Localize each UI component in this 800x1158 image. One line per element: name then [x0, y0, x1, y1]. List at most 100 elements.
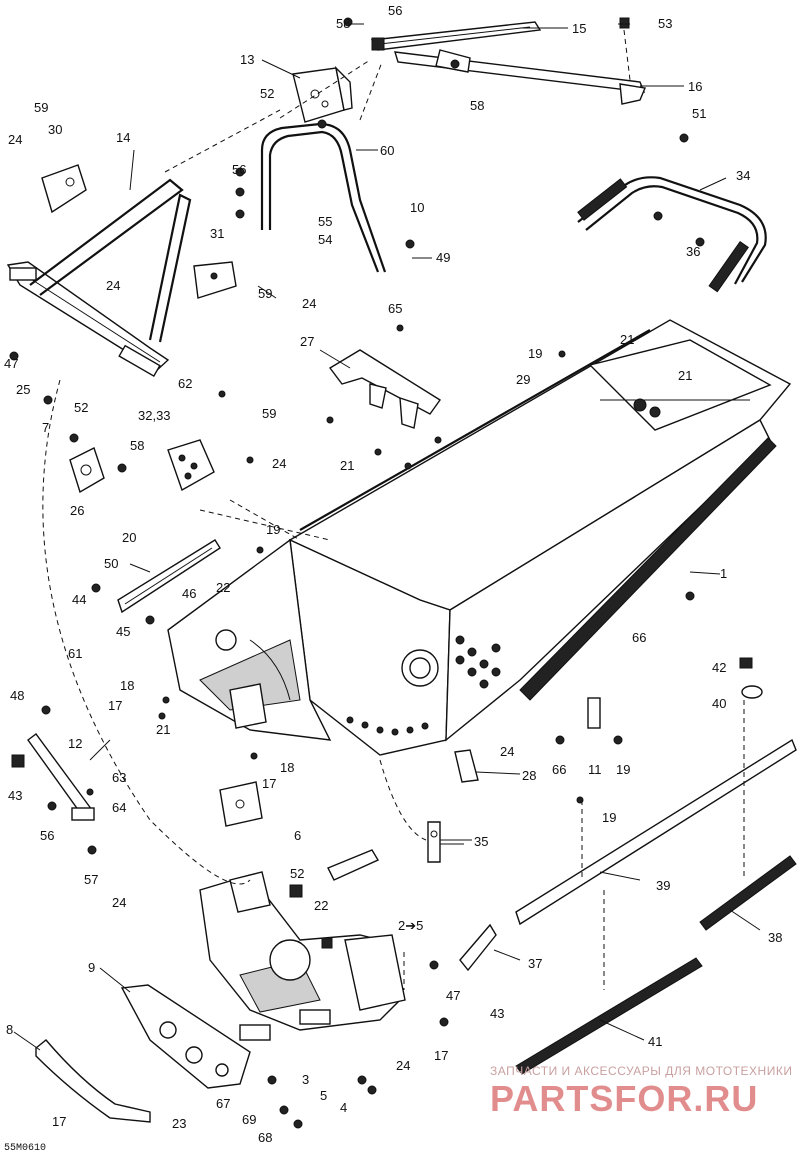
front-frame-cradle — [167, 538, 332, 741]
callout-24: 24 — [8, 132, 22, 147]
callout-24: 24 — [302, 296, 316, 311]
callout-10: 10 — [410, 200, 424, 215]
watermark-logo: PARTSFOR.RU — [490, 1078, 759, 1119]
callout-22: 22 — [314, 898, 328, 913]
callout-35: 35 — [474, 834, 488, 849]
callout-46: 46 — [182, 586, 196, 601]
callout-3: 3 — [302, 1072, 309, 1087]
callout-62: 62 — [178, 376, 192, 391]
callout-52: 52 — [260, 86, 274, 101]
callout-45: 45 — [116, 624, 130, 639]
callout-48: 48 — [10, 688, 24, 703]
callout-56: 56 — [40, 828, 54, 843]
callout-38: 38 — [768, 930, 782, 945]
callout-19: 19 — [266, 522, 280, 537]
bolt-53 — [619, 17, 631, 81]
callout-8: 8 — [6, 1022, 13, 1037]
callout-21: 21 — [340, 458, 354, 473]
bracket-17 — [219, 781, 263, 827]
callout-26: 26 — [70, 503, 84, 518]
callout-18: 18 — [120, 678, 134, 693]
callout-64: 64 — [112, 800, 126, 815]
bracket-31 — [193, 261, 237, 299]
bracket-26 — [69, 447, 105, 494]
callout-58: 58 — [470, 98, 484, 113]
bracket-30 — [41, 164, 87, 214]
callout-19: 19 — [528, 346, 542, 361]
guide-lines — [42, 59, 745, 990]
callout-27: 27 — [300, 334, 314, 349]
callout-24: 24 — [396, 1058, 410, 1073]
callout-31: 31 — [210, 226, 224, 241]
tunnel-perforations — [346, 635, 501, 736]
callout-9: 9 — [88, 960, 95, 975]
callout-7: 7 — [42, 420, 49, 435]
callout-29: 29 — [516, 372, 530, 387]
callout-39: 39 — [656, 878, 670, 893]
callout-23: 23 — [172, 1116, 186, 1131]
callout-61: 61 — [68, 646, 82, 661]
callout-50: 50 — [104, 556, 118, 571]
callout-19: 19 — [616, 762, 630, 777]
callout-24: 24 — [500, 744, 514, 759]
rail-38 — [699, 855, 797, 931]
callout-17: 17 — [108, 698, 122, 713]
bracket-27 — [328, 349, 442, 429]
callout-2-to-5: 2➔5 — [398, 918, 423, 933]
callout-52: 52 — [290, 866, 304, 881]
plate-9 — [120, 984, 251, 1089]
upper-support-bar-15 — [370, 21, 542, 51]
callout-54: 54 — [318, 232, 332, 247]
callout-17: 17 — [434, 1048, 448, 1063]
spacer-40-42 — [587, 657, 763, 729]
leader-lines — [13, 23, 761, 1051]
frame-member-14 — [6, 178, 192, 378]
callout-19: 19 — [602, 810, 616, 825]
callout-1: 1 — [720, 566, 727, 581]
callout-58: 58 — [130, 438, 144, 453]
callout-68: 68 — [258, 1130, 272, 1145]
callout-21: 21 — [156, 722, 170, 737]
callout-16: 16 — [688, 79, 702, 94]
bracket-6 — [327, 849, 380, 881]
callout-58: 58 — [336, 16, 350, 31]
callout-24: 24 — [106, 278, 120, 293]
callout-42: 42 — [712, 660, 726, 675]
callout-55: 55 — [318, 214, 332, 229]
callout-22: 22 — [216, 580, 230, 595]
rail-41 — [515, 957, 703, 1075]
callout-56: 56 — [388, 3, 402, 18]
callout-6: 6 — [294, 828, 301, 843]
callout-labels: 56 58 15 53 13 16 52 58 51 59 30 14 24 6… — [4, 3, 782, 1145]
rail-39 — [515, 738, 797, 926]
callout-40: 40 — [712, 696, 726, 711]
callout-13: 13 — [240, 52, 254, 67]
callout-34: 34 — [736, 168, 750, 183]
steering-upright-10 — [260, 119, 387, 273]
tunnel-1 — [288, 319, 792, 756]
callout-59: 59 — [262, 406, 276, 421]
bracket-28 — [454, 749, 479, 783]
callout-65: 65 — [388, 301, 402, 316]
callout-59: 59 — [258, 286, 272, 301]
callout-18: 18 — [280, 760, 294, 775]
callout-47: 47 — [4, 356, 18, 371]
rail-37 — [459, 923, 497, 972]
steering-bracket-13 — [292, 65, 353, 123]
callout-66: 66 — [552, 762, 566, 777]
fasteners — [9, 17, 705, 1129]
bracket-8 — [35, 1039, 151, 1123]
callout-24: 24 — [112, 895, 126, 910]
drawing-code: 55M0610 — [4, 1143, 47, 1154]
callout-69: 69 — [242, 1112, 256, 1127]
callout-66: 66 — [632, 630, 646, 645]
callout-51: 51 — [692, 106, 706, 121]
strip-50 — [117, 539, 221, 614]
callout-56: 56 — [232, 162, 246, 177]
callout-57: 57 — [84, 872, 98, 887]
callout-25: 25 — [16, 382, 30, 397]
callout-12: 12 — [68, 736, 82, 751]
callout-43: 43 — [490, 1006, 504, 1021]
plate-32-33 — [167, 439, 215, 492]
